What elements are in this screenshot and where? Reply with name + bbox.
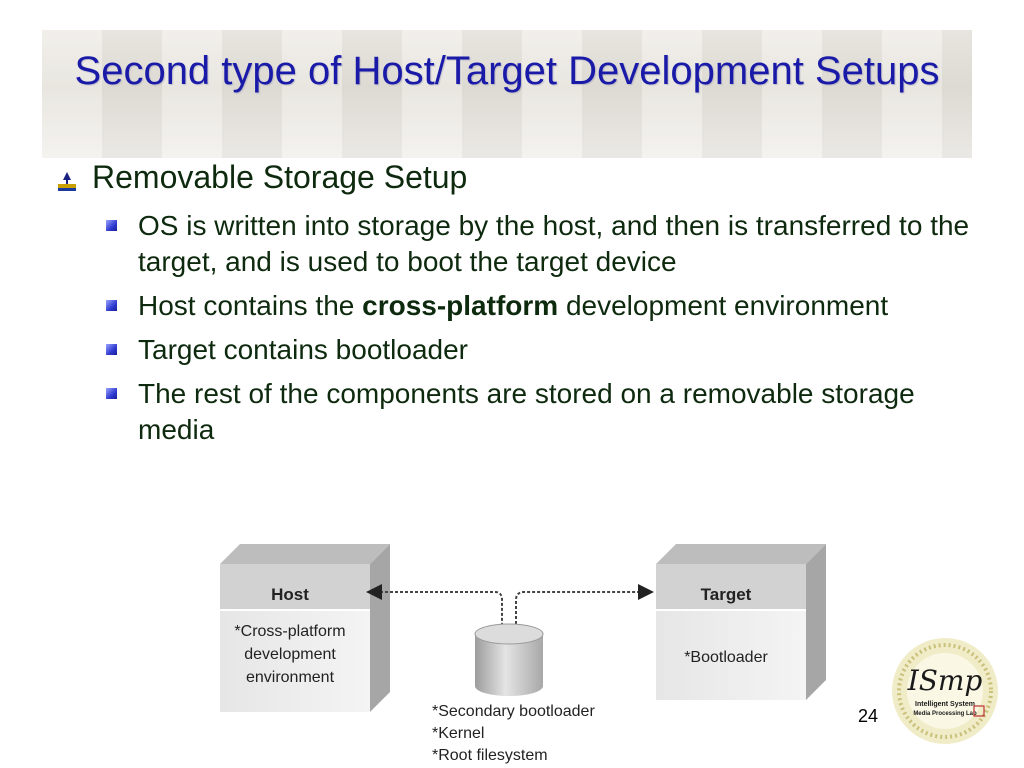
level1-bullet: Removable Storage Setup	[56, 158, 467, 196]
setup-diagram: Host *Cross-platform development environ…	[220, 540, 830, 768]
sub-bullet-text-post: development environment	[558, 290, 889, 321]
arrow-bullet-icon	[56, 170, 78, 192]
sub-bullet-text: Target contains bootloader	[138, 334, 468, 365]
host-line: development	[244, 646, 336, 663]
logo-line2: Media Processing Lab	[913, 711, 977, 717]
storage-line: *Kernel	[432, 725, 484, 742]
lab-logo: ISmp Intelligent System Media Processing…	[892, 638, 998, 744]
title-background	[42, 30, 972, 158]
sub-bullet-text: OS is written into storage by the host, …	[138, 210, 970, 277]
sub-bullet: The rest of the components are stored on…	[106, 376, 976, 448]
sub-bullet-text-pre: Host contains the	[138, 290, 363, 321]
square-bullet-icon	[106, 388, 117, 399]
host-label: Host	[271, 585, 309, 604]
logo-line1: Intelligent System	[915, 701, 975, 708]
arrow-right-icon	[638, 584, 654, 600]
arrow-left-icon	[366, 584, 382, 600]
target-box	[656, 544, 826, 700]
connector-arrows	[380, 591, 638, 624]
sub-bullet-text: The rest of the components are stored on…	[138, 378, 915, 445]
level1-text: Removable Storage Setup	[92, 159, 468, 195]
square-bullet-icon	[106, 220, 117, 231]
storage-line: *Root filesystem	[432, 747, 548, 764]
slide-title: Second type of Host/Target Development S…	[74, 49, 940, 93]
target-line: *Bootloader	[684, 649, 768, 666]
sub-bullet-list: OS is written into storage by the host, …	[106, 208, 976, 456]
sub-bullet: OS is written into storage by the host, …	[106, 208, 976, 280]
page-number: 24	[858, 706, 879, 726]
sub-bullet: Target contains bootloader	[106, 332, 976, 368]
storage-cylinder-icon	[474, 623, 544, 696]
host-line: *Cross-platform	[234, 623, 345, 640]
storage-line: *Secondary bootloader	[432, 703, 595, 720]
logo-mark: ISmp	[907, 664, 983, 697]
target-label: Target	[701, 585, 752, 604]
sub-bullet: Host contains the cross-platform develop…	[106, 288, 976, 324]
host-line: environment	[246, 669, 335, 686]
square-bullet-icon	[106, 344, 117, 355]
host-box	[220, 544, 390, 712]
square-bullet-icon	[106, 300, 117, 311]
sub-bullet-text-bold: cross-platform	[362, 290, 559, 321]
